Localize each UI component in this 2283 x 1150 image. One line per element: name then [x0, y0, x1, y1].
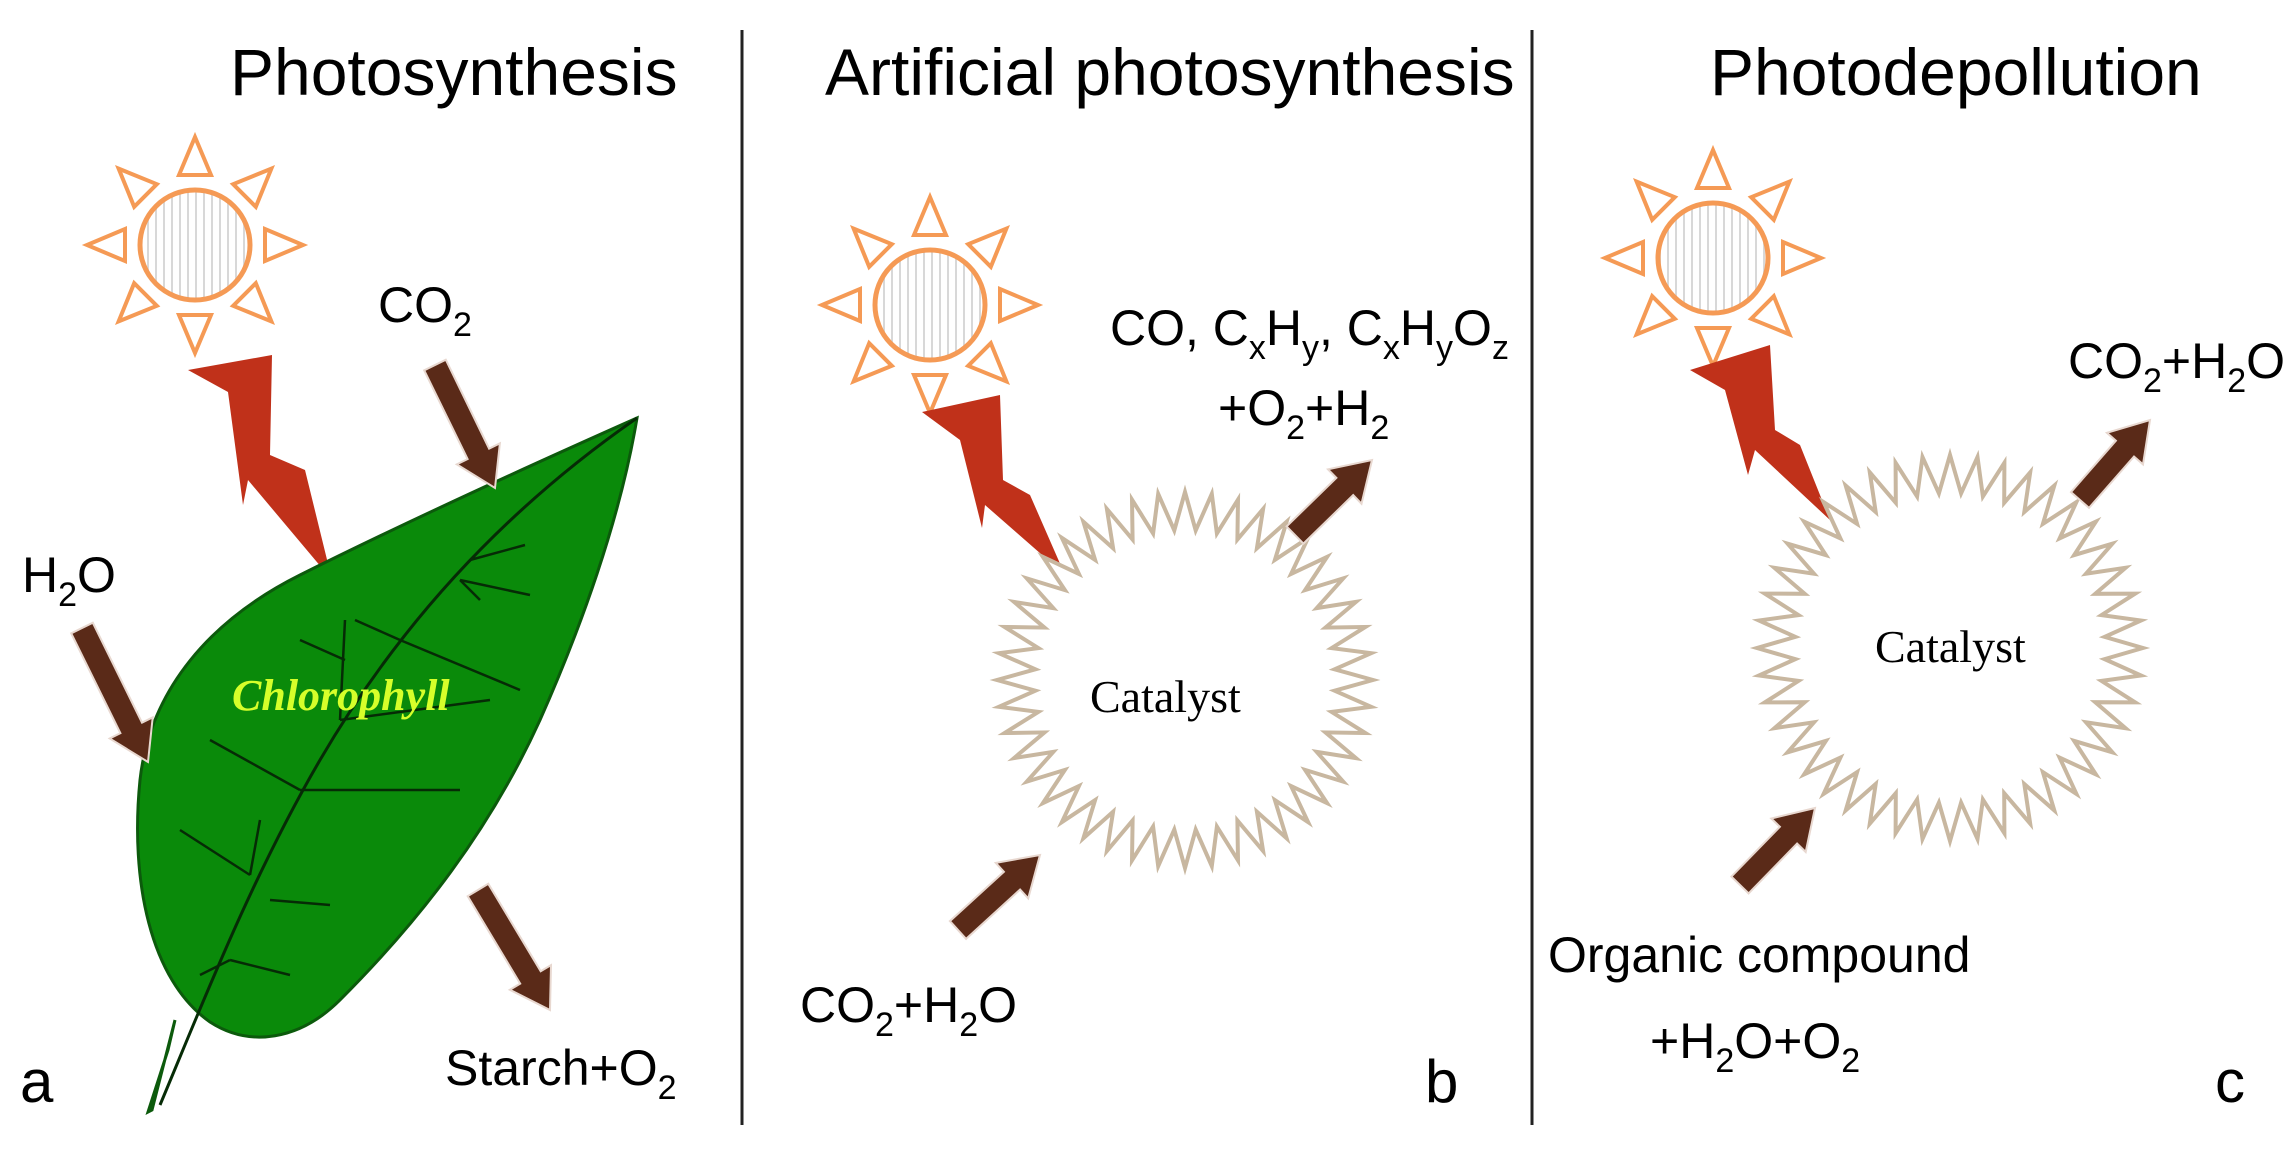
- catalyst-label: Catalyst: [1875, 621, 2026, 672]
- panel-a: Photosynthesis Chlorophyll CO2 H2O Starc…: [20, 35, 678, 1115]
- reaction-arrow-icon: [69, 621, 154, 764]
- products-label: CO2+H2O: [2068, 333, 2283, 400]
- panel-b: Artificial photosynthesis Catalyst CO, C…: [800, 35, 1515, 1115]
- co2-label: CO2: [378, 277, 472, 344]
- reactants-label: CO2+H2O: [800, 977, 1017, 1044]
- lightning-bolt-icon: [1690, 345, 1830, 520]
- catalyst-label: Catalyst: [1090, 671, 1241, 722]
- panel-a-heading: Photosynthesis: [230, 35, 678, 109]
- starch-label: Starch+O2: [445, 1040, 677, 1107]
- reaction-arrow-icon: [948, 853, 1042, 941]
- sun-icon: [1599, 144, 1827, 372]
- panel-c-heading: Photodepollution: [1710, 35, 2202, 109]
- panel-c-letter: c: [2215, 1048, 2245, 1115]
- reactants-label-line2: +H2O+O2: [1650, 1013, 1860, 1080]
- reactants-label-line1: Organic compound: [1548, 927, 1970, 983]
- sun-icon: [816, 191, 1044, 419]
- h2o-label: H2O: [22, 547, 116, 614]
- lightning-bolt-icon: [922, 395, 1065, 575]
- sun-icon: [81, 131, 309, 359]
- reaction-arrow-icon: [2069, 418, 2152, 510]
- products-label-line1: CO, CxHy, CxHyOz: [1110, 300, 1509, 367]
- products-label-line2: +O2+H2: [1218, 380, 1389, 447]
- reaction-arrow-icon: [1729, 806, 1817, 895]
- catalyst-particle-icon: [1749, 447, 2151, 849]
- panel-b-letter: b: [1425, 1048, 1458, 1115]
- panel-a-letter: a: [20, 1048, 54, 1115]
- catalyst-particle-icon: [989, 484, 1381, 876]
- lightning-bolt-icon: [188, 355, 332, 580]
- chlorophyll-label: Chlorophyll: [232, 671, 450, 720]
- reaction-arrow-icon: [1285, 458, 1374, 546]
- reaction-arrow-icon: [466, 882, 553, 1012]
- panel-b-heading: Artificial photosynthesis: [825, 35, 1515, 109]
- leaf-icon: [136, 415, 639, 1115]
- panel-c: Photodepollution Catalyst CO2+H2O Organi…: [1548, 35, 2283, 1115]
- reaction-arrow-icon: [422, 358, 502, 490]
